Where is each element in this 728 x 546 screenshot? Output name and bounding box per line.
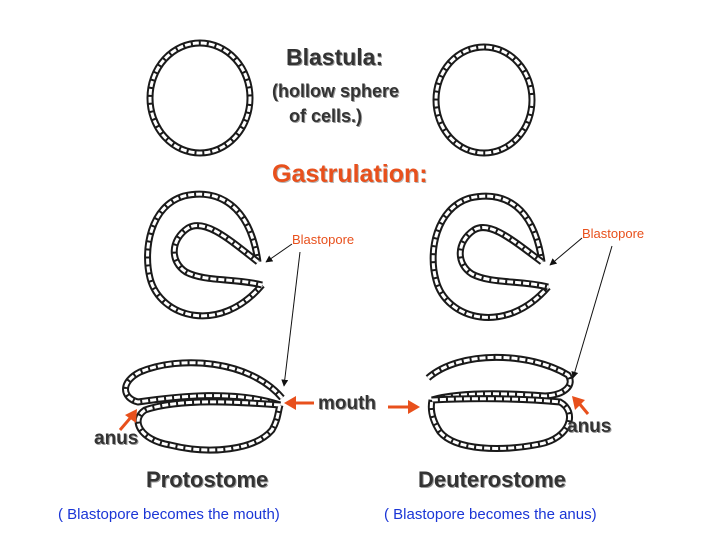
deuterostome-note: ( Blastopore becomes the anus) <box>384 506 597 523</box>
anus-right-label: anus <box>567 416 612 437</box>
blastopore-left-to-mouth-pointer <box>281 251 301 387</box>
gastrula-left <box>144 190 265 320</box>
mouth-label: mouth <box>318 393 377 414</box>
gastrulation-title: Gastrulation: <box>272 160 428 188</box>
blastopore-right-pointer <box>549 237 583 266</box>
deuterostome-gut <box>425 353 574 452</box>
blastopore-left-pointer <box>265 243 293 263</box>
anus-arrow-left <box>118 409 137 431</box>
deuterostome-label: Deuterostome <box>418 467 566 492</box>
blastula-title: Blastula: <box>286 44 384 70</box>
blastopore-left-label: Blastopore <box>292 232 355 247</box>
protostome-gut <box>122 359 285 454</box>
protostome-label: Protostome <box>146 467 269 492</box>
blastopore-right-to-anus-pointer <box>571 245 613 379</box>
blastula-left <box>146 39 254 157</box>
blastula-subtitle-line1: (hollow sphere <box>272 81 400 101</box>
gastrula-right <box>429 192 551 321</box>
protostome-note: ( Blastopore becomes the mouth) <box>58 506 280 523</box>
anus-arrow-right <box>572 396 590 415</box>
blastula-subtitle-line2: of cells.) <box>289 106 363 126</box>
blastula-right <box>432 43 536 157</box>
blastopore-right-label: Blastopore <box>582 226 645 241</box>
mouth-arrow-left <box>284 396 314 410</box>
mouth-arrow-right <box>388 400 420 414</box>
anus-left-label: anus <box>94 428 139 449</box>
